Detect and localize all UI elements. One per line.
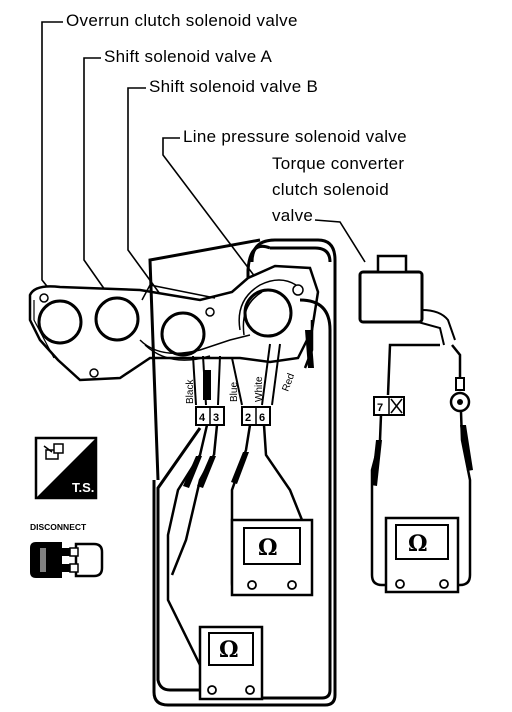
label-tcc-line1: Torque converter: [272, 154, 405, 173]
line-pressure-solenoid: [243, 288, 293, 338]
connector-4-3: 4 3: [195, 406, 225, 426]
connector-7: 7: [373, 396, 405, 416]
ts-label: T.S.: [72, 480, 94, 495]
black-wire-stripe: [203, 370, 211, 400]
shift-solenoid-b: [160, 311, 206, 357]
outer-loop: [152, 238, 337, 707]
pin-6-label: 6: [259, 412, 265, 424]
wire-label-blue: Blue: [229, 382, 240, 402]
ohm-symbol-bottom: Ω: [219, 637, 239, 663]
pin-3-label: 3: [213, 412, 219, 424]
tcc-solenoid: [358, 254, 471, 413]
overrun-clutch-solenoid: [37, 299, 83, 345]
disconnect-icon: DISCONNECT: [30, 522, 104, 578]
ohm-symbol-right: Ω: [408, 531, 428, 557]
probe-wires-right: [370, 411, 472, 587]
wire-label-red: Red: [280, 372, 297, 393]
probes-middle: [231, 330, 314, 484]
label-tcc-line3: valve: [272, 206, 314, 225]
probe-loop-line-pressure: [148, 238, 332, 700]
ohm-symbol-middle: Ω: [258, 535, 278, 561]
label-line-pressure: Line pressure solenoid valve: [183, 127, 407, 146]
ohmmeter-right: Ω: [384, 516, 460, 594]
label-tcc-line2: clutch solenoid: [272, 180, 389, 199]
pin-4-label: 4: [199, 412, 206, 424]
probes-left: [183, 456, 216, 488]
ohmmeter-bottom: Ω: [198, 625, 264, 701]
wire-label-black: Black: [185, 379, 196, 404]
wire-label-white: White: [254, 376, 265, 402]
ohmmeter-middle: Ω: [230, 518, 314, 597]
label-shift-solenoid-b: Shift solenoid valve B: [149, 77, 319, 96]
disconnect-label: DISCONNECT: [30, 522, 87, 532]
probes-right: [371, 425, 473, 486]
connector-2-6: 2 6: [241, 406, 271, 426]
shift-solenoid-a: [94, 296, 140, 342]
label-shift-solenoid-a: Shift solenoid valve A: [104, 47, 273, 66]
label-overrun-clutch: Overrun clutch solenoid valve: [66, 11, 298, 30]
pin-2-label: 2: [245, 412, 251, 424]
ts-icon: T.S.: [34, 436, 98, 500]
pin-7-label: 7: [377, 402, 383, 414]
